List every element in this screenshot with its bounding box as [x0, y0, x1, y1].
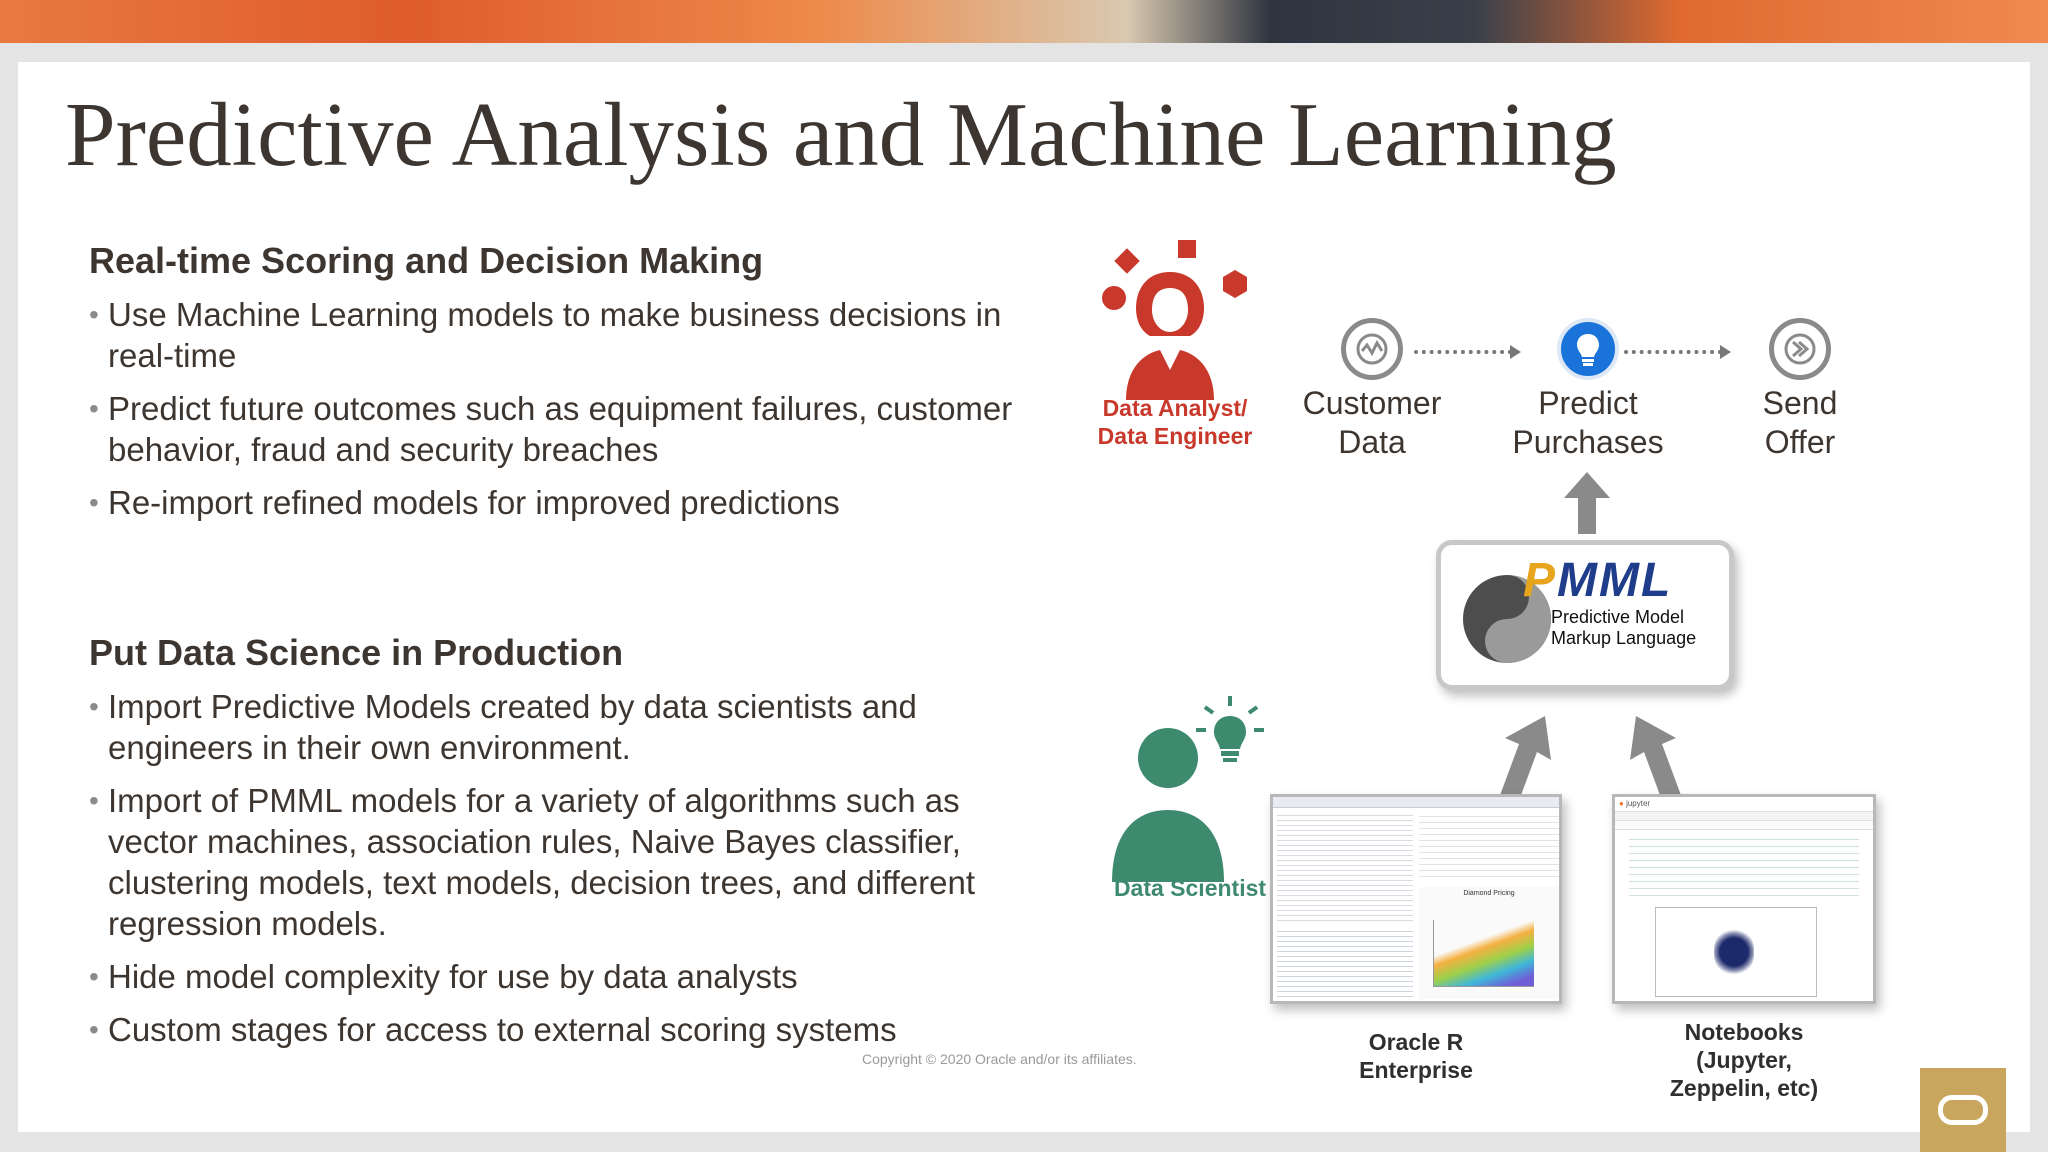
flow-node-send-offer: Send Offer	[1700, 318, 1900, 462]
oracle-logo-icon	[1920, 1068, 2006, 1152]
pmml-yin-yang-icon	[1463, 575, 1551, 663]
notebooks-label-line2: (Jupyter,	[1696, 1047, 1792, 1073]
oracle-r-label-line1: Oracle R	[1368, 1029, 1464, 1055]
flow-arrowhead-1	[1510, 345, 1521, 359]
jupyter-toolbar	[1615, 821, 1873, 830]
script-pane	[1277, 811, 1413, 921]
bullet-item: Import of PMML models for a variety of a…	[89, 780, 1029, 944]
scatter-plot	[1433, 920, 1534, 987]
flow-node-predict-purchases: Predict Purchases	[1488, 318, 1688, 462]
pmml-subtitle-line1: Predictive Model	[1551, 607, 1685, 627]
data-analyst-label-line1: Data Analyst/	[1102, 395, 1248, 421]
oracle-ring-shape	[1938, 1095, 1988, 1125]
data-wave-icon	[1341, 318, 1403, 380]
decorative-header-band	[0, 0, 2048, 43]
flow-node-customer-data: Customer Data	[1272, 318, 1472, 462]
pmml-subtitle: Predictive Model Markup Language	[1551, 607, 1696, 649]
flow-label-predict-purchases: Predict Purchases	[1488, 384, 1688, 462]
section-heading-production: Put Data Science in Production	[89, 632, 624, 673]
forward-icon	[1769, 318, 1831, 380]
flow-label-line2: Offer	[1764, 424, 1836, 460]
bullet-item: Hide model complexity for use by data an…	[89, 956, 1029, 997]
plot-title: Diamond Pricing	[1463, 890, 1515, 897]
flow-connector-1	[1414, 350, 1512, 354]
notebooks-label-line1: Notebooks	[1684, 1019, 1804, 1045]
bullet-item: Use Machine Learning models to make busi…	[89, 294, 1029, 376]
flow-label-line1: Predict	[1538, 385, 1638, 421]
up-arrow-icon	[1564, 472, 1610, 534]
copyright-text: Copyright © 2020 Oracle and/or its affil…	[862, 1051, 1137, 1067]
flow-connector-2	[1624, 350, 1722, 354]
notebook-plot	[1655, 907, 1817, 997]
pmml-logo: PMML	[1523, 553, 1672, 608]
bullet-item: Predict future outcomes such as equipmen…	[89, 388, 1029, 470]
bullet-list-scoring: Use Machine Learning models to make busi…	[89, 294, 1029, 535]
notebooks-label: Notebooks (Jupyter, Zeppelin, etc)	[1612, 1018, 1876, 1102]
jupyter-header: ● jupyter	[1615, 797, 1873, 812]
slide: Predictive Analysis and Machine Learning…	[18, 62, 2030, 1132]
data-analyst-label: Data Analyst/ Data Engineer	[1070, 394, 1280, 450]
pmml-subtitle-line2: Markup Language	[1551, 628, 1697, 648]
oracle-r-screenshot: Diamond Pricing	[1270, 794, 1562, 1004]
pmml-logo-first-letter: P	[1523, 554, 1558, 607]
flow-label-line2: Purchases	[1512, 424, 1664, 460]
section-heading-scoring: Real-time Scoring and Decision Making	[89, 240, 764, 281]
data-analyst-label-line2: Data Engineer	[1097, 423, 1253, 449]
console-pane	[1277, 927, 1413, 999]
flow-label-send-offer: Send Offer	[1700, 384, 1900, 462]
scatter-cluster	[1714, 928, 1754, 976]
plot-pane: Diamond Pricing	[1419, 887, 1559, 999]
bullet-item: Custom stages for access to external sco…	[89, 1009, 1029, 1050]
flow-label-customer-data: Customer Data	[1272, 384, 1472, 462]
jupyter-brand: jupyter	[1626, 799, 1651, 808]
data-analyst-icon	[1102, 240, 1247, 400]
notebooks-label-line3: Zeppelin, etc)	[1669, 1075, 1819, 1101]
pmml-logo-rest: MML	[1557, 554, 1673, 607]
bullet-list-production: Import Predictive Models created by data…	[89, 686, 1029, 1062]
flow-label-line1: Customer	[1302, 385, 1442, 421]
window-titlebar	[1273, 797, 1559, 808]
bullet-item: Import Predictive Models created by data…	[89, 686, 1029, 768]
flow-arrowhead-2	[1720, 345, 1731, 359]
code-cells	[1629, 833, 1859, 897]
flow-label-line2: Data	[1338, 424, 1406, 460]
data-scientist-label: Data Scientist	[1113, 875, 1267, 901]
oracle-r-label-line2: Enterprise	[1359, 1057, 1473, 1083]
bullet-item: Re-import refined models for improved pr…	[89, 482, 1029, 523]
jupyter-screenshot: ● jupyter	[1612, 794, 1876, 1004]
flow-label-line1: Send	[1762, 385, 1838, 421]
pmml-box: PMML Predictive Model Markup Language	[1436, 540, 1734, 690]
data-scientist-icon	[1112, 696, 1264, 882]
lightbulb-icon	[1557, 318, 1619, 380]
jupyter-menubar	[1615, 812, 1873, 821]
oracle-r-label: Oracle R Enterprise	[1270, 1028, 1562, 1084]
slide-title: Predictive Analysis and Machine Learning	[65, 84, 1617, 185]
environment-pane	[1419, 811, 1559, 881]
